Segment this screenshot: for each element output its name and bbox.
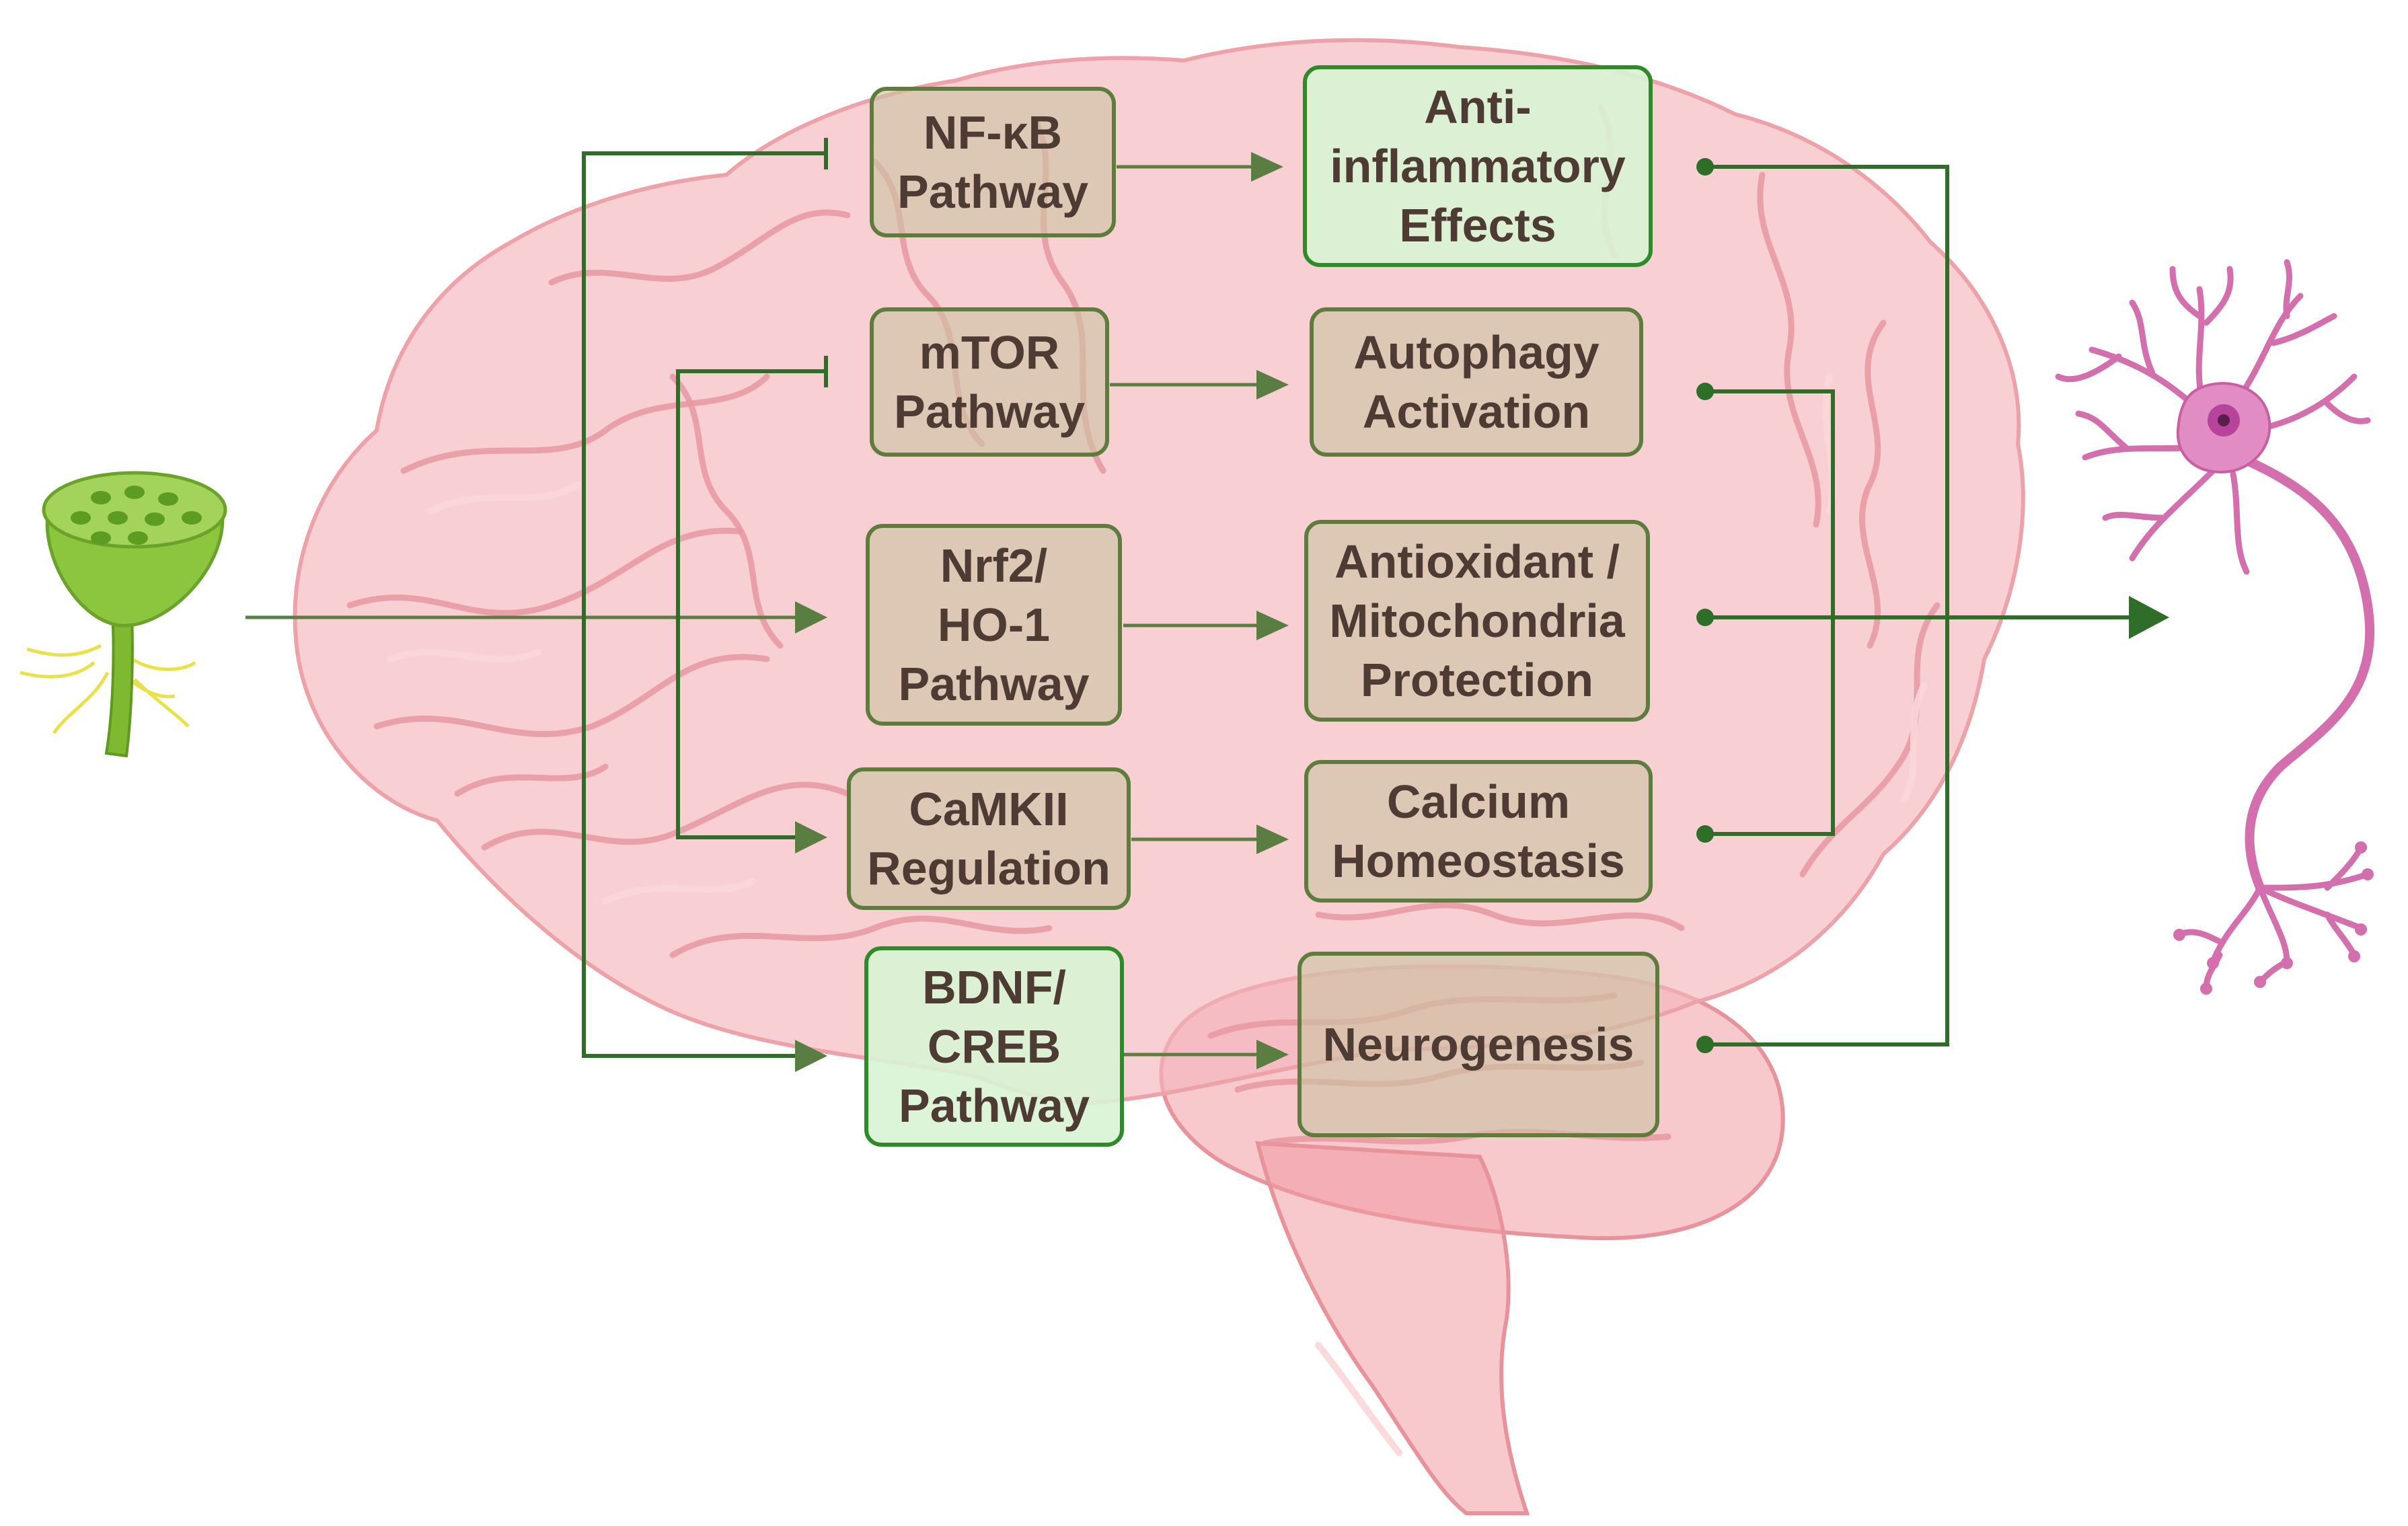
bdnf-to-neuro-head [1256, 1040, 1289, 1069]
connector-lines [246, 138, 2169, 1072]
inner-bus-bottom [676, 617, 797, 839]
box-label-line: Pathway [897, 165, 1088, 218]
inner-bus-line [676, 369, 826, 617]
outer-bus-line [582, 151, 826, 617]
box-label-line: Pathway [894, 385, 1085, 438]
camkii-to-calcium-head [1256, 825, 1289, 854]
camkii-arrowhead [795, 821, 827, 853]
brain-icon [293, 38, 2025, 1515]
box-background [870, 87, 1116, 237]
box-background [1304, 760, 1653, 903]
diagram-boxes: NF-κBPathwaymTORPathwayNrf2/HO-1PathwayC… [847, 65, 1659, 1147]
box-background [847, 767, 1131, 910]
box-label-line: Anti- [1424, 81, 1531, 133]
anti-collector [1705, 165, 1949, 1046]
box-label-line: inflammatory [1330, 140, 1626, 192]
bdnf-arrowhead [795, 1040, 827, 1072]
mtor-to-autophagy-head [1256, 370, 1289, 399]
box-label-line: Autophagy [1353, 326, 1600, 379]
box-label-line: Nrf2/ [940, 539, 1047, 592]
connector-dots [1696, 158, 1714, 1053]
box-label-line: Antioxidant / [1334, 535, 1620, 588]
brainstem-shape [1255, 1141, 1530, 1515]
cerebrum-shape [293, 38, 2025, 1106]
box-background [866, 524, 1122, 726]
box-label-line: Calcium [1387, 775, 1570, 828]
lotus-seedpod-icon [20, 471, 227, 758]
box-label-line: mTOR [919, 326, 1060, 379]
box-label-line: Activation [1363, 385, 1590, 438]
mid-collector [1705, 389, 1835, 836]
box-background [1304, 520, 1650, 722]
box-label-line: Mitochondria [1329, 595, 1625, 647]
input-arrowhead [795, 601, 827, 634]
pathway-box-bdnf: BDNF/CREB Pathway [864, 946, 1124, 1147]
box-background [864, 946, 1124, 1147]
output-arrowhead [2129, 596, 2169, 639]
box-label-line: BDNF/ [922, 961, 1066, 1014]
box-label-line: Pathway [899, 658, 1090, 710]
box-label-line: Homeostasis [1332, 835, 1625, 887]
box-background [1297, 952, 1659, 1137]
nfkb-to-anti-head [1251, 152, 1283, 182]
box-label-line: Neurogenesis [1323, 1018, 1634, 1071]
box-label-line: CREB [928, 1020, 1061, 1073]
box-background [870, 307, 1109, 457]
neuron-icon [2055, 259, 2375, 995]
box-label-line: Effects [1399, 199, 1556, 252]
box-background [1310, 307, 1643, 457]
box-background [1303, 65, 1653, 267]
box-label-line: CaMKII [909, 783, 1068, 835]
box-label-line: Pathway [899, 1079, 1090, 1132]
outer-bus-bottom [582, 617, 797, 1058]
effect-box-neuro: Neurogenesis [1297, 952, 1659, 1137]
box-label-line: NF-κB [924, 106, 1062, 159]
box-label-line: HO-1 [938, 599, 1050, 651]
pathway-box-camkii: CaMKII Regulation [847, 767, 1131, 910]
box-label-line: Regulation [867, 842, 1111, 894]
box-label-line: Protection [1361, 654, 1593, 706]
pathway-box-nfkb: NF-κB Pathway [870, 87, 1116, 237]
nrf2-to-antiox-head [1256, 611, 1289, 640]
pathway-box-mtor: mTOR Pathway [870, 307, 1109, 457]
